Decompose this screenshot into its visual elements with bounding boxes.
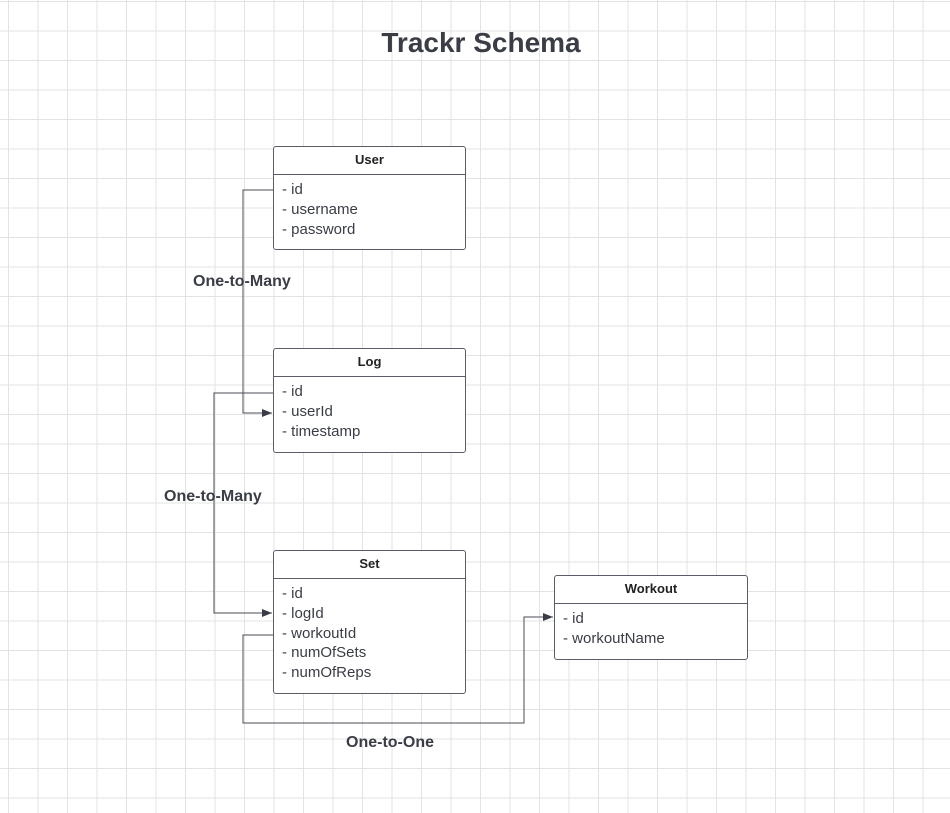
field-set-id: - id [282, 585, 303, 602]
field-user-id: - id [282, 181, 303, 198]
relationship-label-set-workout: One-to-One [346, 734, 434, 751]
field-workout-name: - workoutName [563, 629, 665, 647]
entity-workout[interactable]: Workout - id - workoutName [554, 575, 748, 660]
field-user-password: - password [282, 220, 356, 238]
entity-user[interactable]: User - id - username - password [273, 146, 466, 250]
relationship-label-user-log: One-to-Many [193, 273, 291, 290]
entity-user-header: User [274, 147, 465, 175]
connector-user-log[interactable] [242, 189, 273, 417]
field-log-id: - id [282, 383, 303, 400]
field-user-username: - username [282, 200, 358, 218]
entity-log-fields: - id - userId - timestamp [274, 377, 465, 441]
entity-log[interactable]: Log - id - userId - timestamp [273, 348, 466, 453]
field-set-numofsets: - numOfSets [282, 644, 367, 662]
field-set-logid: - logId [282, 604, 324, 622]
entity-set[interactable]: Set - id - logId - workoutId - numOfSets… [273, 550, 466, 694]
field-log-userid: - userId [282, 402, 333, 420]
diagram-title: Trackr Schema [381, 27, 581, 58]
field-log-timestamp: - timestamp [282, 422, 361, 440]
connector-log-set[interactable] [213, 392, 273, 617]
field-workout-id: - id [563, 610, 584, 627]
field-set-numofreps: - numOfReps [282, 664, 372, 682]
connector-set-workout[interactable] [242, 613, 553, 724]
entity-user-fields: - id - username - password [274, 175, 465, 239]
entity-set-fields: - id - logId - workoutId - numOfSets - n… [274, 579, 465, 683]
relationship-label-log-set: One-to-Many [164, 488, 262, 505]
field-set-workoutid: - workoutId [282, 624, 357, 642]
entity-workout-fields: - id - workoutName [555, 604, 747, 649]
entity-set-header: Set [274, 551, 465, 579]
entity-workout-header: Workout [555, 576, 747, 604]
entity-log-header: Log [274, 349, 465, 377]
